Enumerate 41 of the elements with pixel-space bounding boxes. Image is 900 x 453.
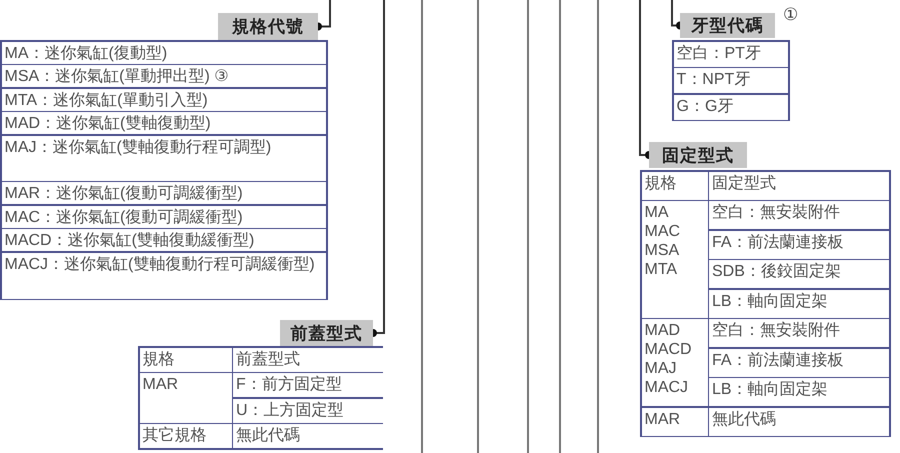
table-cell: MAC：迷你氣缸(復動可調緩衝型) — [2, 206, 326, 228]
table-cell: MAR — [140, 373, 232, 422]
footnote-number: ① — [783, 5, 798, 25]
spec-table — [640, 170, 891, 437]
table-cell: T：NPT牙 — [674, 68, 788, 93]
section-header: 固定型式 — [649, 142, 747, 168]
table-cell: 空白：PT牙 — [674, 42, 788, 66]
table-cell: G：G牙 — [674, 94, 788, 120]
table-cell: FA：前法蘭連接板 — [709, 230, 889, 258]
section-header: 規格代號 — [218, 13, 318, 40]
table-cell: MAD MACD MAJ MACJ — [642, 319, 708, 406]
table-cell: 規格 — [140, 348, 232, 372]
table-cell: MACJ：迷你氣缸(雙軸復動行程可調緩衝型) — [2, 252, 326, 298]
table-cell: 其它規格 — [140, 424, 232, 448]
table-cell: LB：軸向固定架 — [709, 378, 889, 406]
table-cell: MAJ：迷你氣缸(雙軸復動行程可調型) — [2, 136, 326, 180]
table-cell: MACD：迷你氣缸(雙軸復動緩衝型) — [2, 229, 326, 251]
spec-table — [138, 346, 383, 450]
spec-table — [672, 40, 790, 121]
table-cell: MSA：迷你氣缸(單動押出型) ③ — [2, 65, 326, 87]
table-cell: MAD：迷你氣缸(雙軸復動型) — [2, 112, 326, 134]
section-header: 前蓋型式 — [280, 320, 373, 346]
table-cell: 無此代碼 — [233, 424, 383, 448]
table-cell: 空白：無安裝附件 — [709, 201, 889, 229]
table-cell: 規格 — [642, 172, 708, 200]
table-cell: MAR：迷你氣缸(復動可調緩衝型) — [2, 182, 326, 204]
table-cell: 前蓋型式 — [233, 348, 383, 372]
table-cell: F：前方固定型 — [233, 373, 383, 397]
table-cell: MA MAC MSA MTA — [642, 201, 708, 318]
spec-table — [0, 40, 328, 300]
table-cell: MTA：迷你氣缸(單動引入型) — [2, 88, 326, 110]
table-cell: SDB：後鉸固定架 — [709, 260, 889, 288]
table-cell: U：上方固定型 — [233, 398, 383, 422]
table-cell: MAR — [642, 408, 708, 436]
table-cell: 無此代碼 — [709, 408, 889, 436]
section-header: 牙型代碼 — [680, 13, 775, 38]
table-cell: MA：迷你氣缸(復動型) — [2, 42, 326, 64]
table-cell: 空白：無安裝附件 — [709, 319, 889, 347]
table-cell: FA：前法蘭連接板 — [709, 348, 889, 376]
table-cell: 固定型式 — [709, 172, 889, 200]
table-cell: LB：軸向固定架 — [709, 290, 889, 318]
